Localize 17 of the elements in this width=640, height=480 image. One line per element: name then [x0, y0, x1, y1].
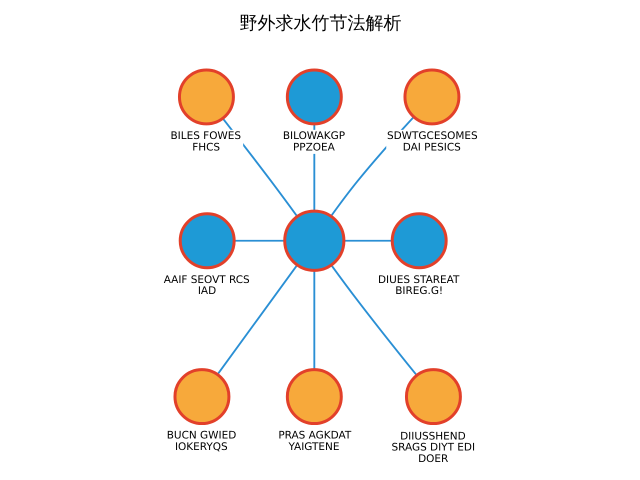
node-circle [282, 210, 345, 272]
node-circle [285, 368, 342, 426]
node-label: AAIF SEOVT RCS IAD [163, 274, 250, 298]
connector [330, 264, 417, 376]
node-label: PRAS AGKDAT YAIGTENE [278, 430, 351, 453]
node-circle [390, 212, 448, 270]
node-label: DIUES STAREAT BIREG.G! [378, 274, 459, 298]
connector [312, 270, 315, 370]
connector [234, 240, 284, 242]
connector [344, 240, 392, 242]
node-circle [178, 212, 236, 270]
node-label: DIIUSSHEND SRAGS DIYT EDI DOER [390, 430, 475, 465]
node-circle [404, 368, 462, 426]
diagram-title: 野外求水竹节法解析 [239, 12, 401, 34]
node-circle [172, 368, 230, 426]
connector [216, 264, 298, 375]
node-label: BUCN GWIED IOKERYQS [166, 430, 236, 453]
